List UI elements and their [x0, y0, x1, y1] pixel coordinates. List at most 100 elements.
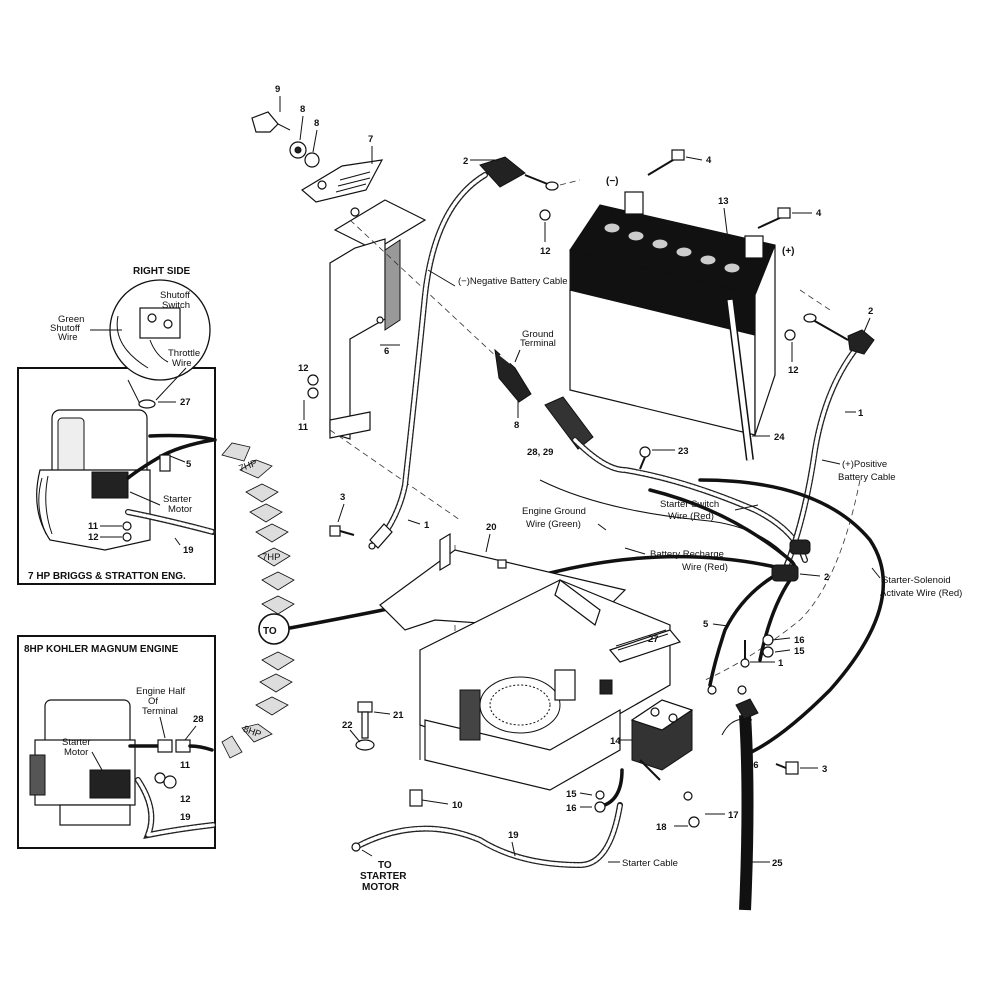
part-16a: 16	[794, 635, 805, 646]
hp-arrow-column: 7HP 7HP 8HP TO	[221, 442, 295, 759]
battery-positive-terminal	[744, 235, 764, 259]
negative-cable-boot	[479, 156, 526, 188]
part-12-pos: 12	[788, 365, 799, 376]
cable-tie-2	[771, 564, 799, 582]
switch-key-parts: 9 8 8 7	[251, 84, 384, 203]
part-1b: 1	[858, 408, 864, 419]
briggs-inset-frame	[17, 367, 216, 585]
part-8b: 8	[314, 118, 319, 129]
part-14: 14	[610, 736, 621, 747]
part-15a: 15	[794, 646, 805, 657]
part-7: 7	[368, 134, 373, 145]
part-22: 22	[342, 720, 353, 731]
part-2b: 2	[868, 306, 873, 317]
wire-5	[708, 568, 787, 687]
part-27-lower: 27	[648, 634, 659, 645]
part-10: 10	[452, 800, 463, 811]
ring-terminal-23: 23	[639, 446, 689, 470]
part-26: 26	[748, 760, 759, 771]
part-3b: 3	[822, 764, 827, 775]
part-11-bracket: 11	[298, 422, 309, 433]
to-label: TO	[263, 626, 277, 637]
briggs-part-19: 19	[183, 545, 194, 556]
briggs-part-11: 11	[88, 521, 99, 532]
briggs-part-5: 5	[186, 459, 192, 470]
briggs-title: 7 HP BRIGGS & STRATTON ENG.	[28, 571, 186, 582]
part-20: 20	[486, 522, 497, 533]
part-2a: 2	[463, 156, 468, 167]
kohler-part-19: 19	[180, 812, 191, 823]
hp7-arrow-label-2: 7HP	[262, 552, 280, 563]
part-18: 18	[656, 822, 667, 833]
part-12-bracket: 12	[298, 363, 309, 374]
part-21: 21	[393, 710, 404, 721]
part-3a: 3	[340, 492, 345, 503]
part-16b: 16	[566, 803, 577, 814]
part-25: 25	[772, 858, 783, 869]
part-8a: 8	[300, 104, 305, 115]
battery-negative-terminal	[624, 191, 644, 215]
part-12-neg: 12	[540, 246, 551, 257]
part-19-main: 19	[508, 830, 519, 841]
cable-25: 26 25 3	[721, 698, 827, 911]
positive-sign: (+)	[782, 246, 795, 257]
bracket-body	[329, 238, 386, 440]
kohler-title: 8HP KOHLER MAGNUM ENGINE	[24, 644, 179, 655]
starter-cable-label: Starter Cable	[622, 858, 678, 869]
decal-plate	[300, 159, 384, 203]
part-4b: 4	[816, 208, 822, 219]
part-27-upper: 27	[180, 397, 191, 408]
part-15b: 15	[566, 789, 577, 800]
part-24: 24	[774, 432, 785, 443]
negative-battery-cable: 2 1 (−)Negative Battery Cable 12 3	[329, 156, 568, 550]
positive-cable-boot	[847, 329, 875, 355]
part-23: 23	[678, 446, 689, 457]
part-1c: 1	[778, 658, 784, 669]
part-6: 6	[384, 346, 389, 357]
part-2c: 2	[824, 572, 829, 583]
console-bracket: 6 12 11	[298, 199, 427, 440]
negative-cable-label: (−)Negative Battery Cable	[458, 276, 568, 287]
kohler-part-12: 12	[180, 794, 191, 805]
starter-solenoid: 14 15 16 17 18	[566, 699, 739, 833]
part-17: 17	[728, 810, 739, 821]
bolt-21: 21 22 10	[342, 701, 463, 811]
battery: (−) (+) 13 4 4 24	[569, 149, 822, 461]
starter-solenoid-wire	[698, 478, 886, 757]
negative-sign: (−)	[606, 176, 619, 187]
mounting-plate: 20 27	[379, 522, 682, 791]
part-1a: 1	[424, 520, 430, 531]
part-5b: 5	[703, 619, 709, 630]
kohler-inset-frame	[17, 635, 216, 849]
key-icon	[251, 111, 279, 133]
part-4a: 4	[706, 155, 712, 166]
briggs-part-12: 12	[88, 532, 99, 543]
part-28-29: 28, 29	[527, 447, 553, 458]
kohler-part-28: 28	[193, 714, 204, 725]
briggs-starter-icon	[91, 471, 129, 499]
kohler-starter-icon	[89, 769, 131, 799]
part-8c: 8	[514, 420, 519, 431]
part-13: 13	[718, 196, 729, 207]
